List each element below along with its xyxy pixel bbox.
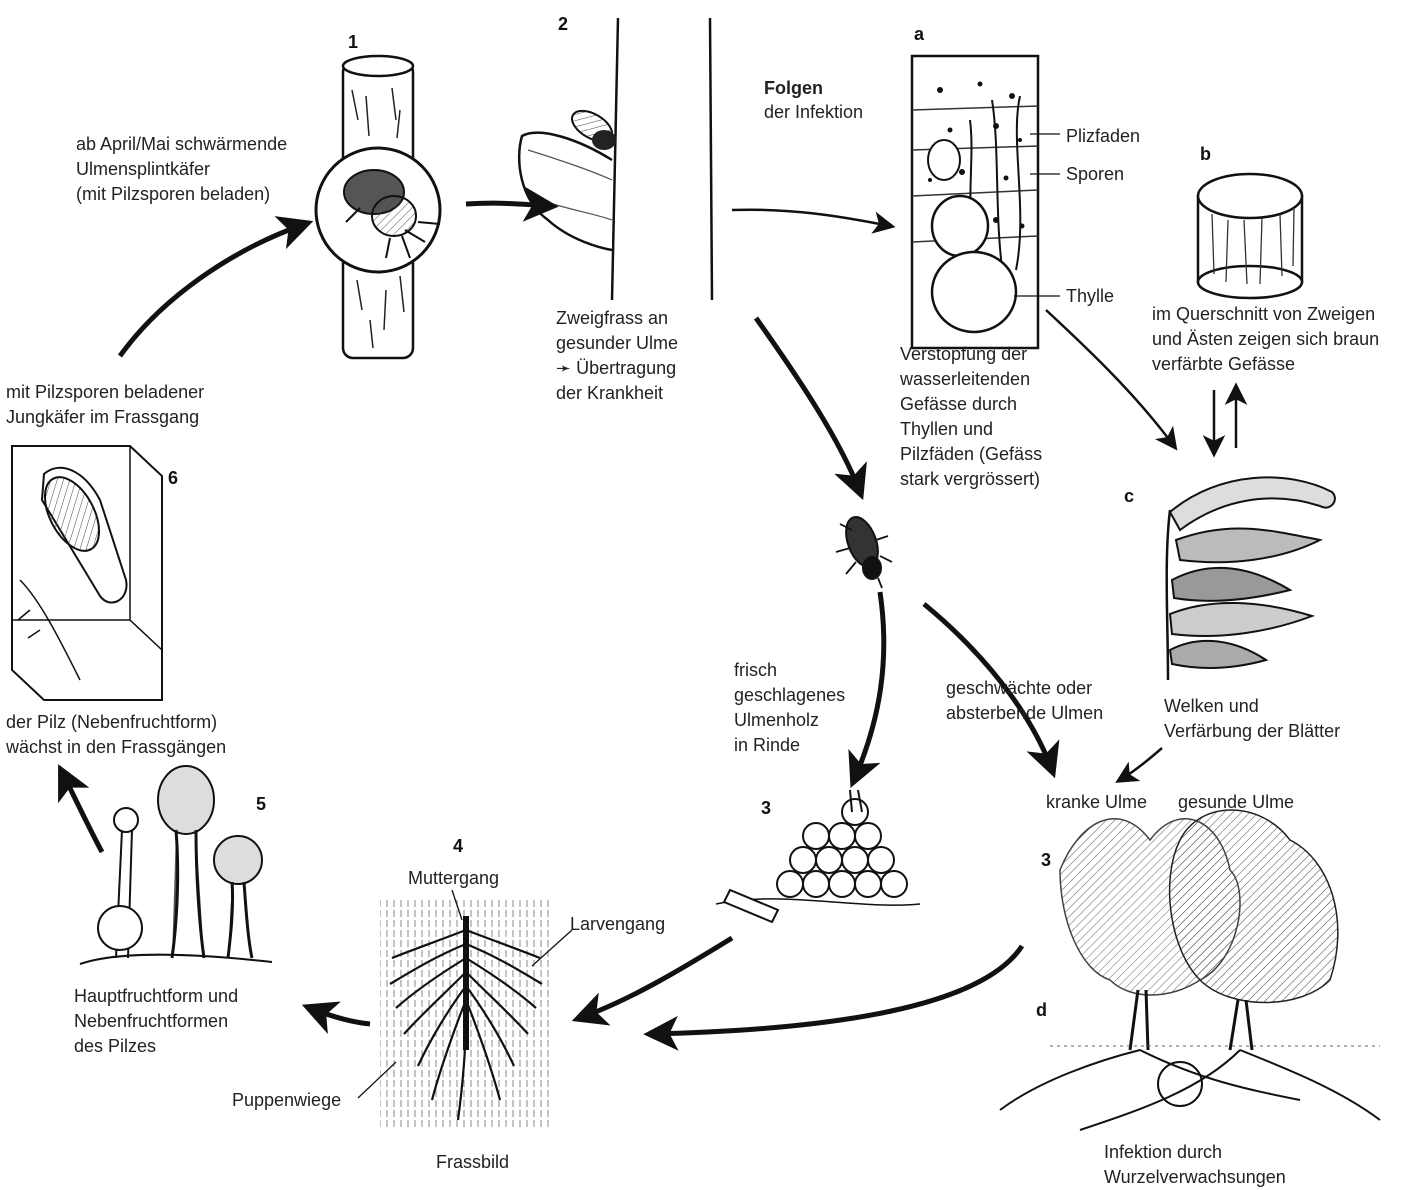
- arrow-2-to-a: [732, 210, 890, 226]
- label-muttergang: Muttergang: [408, 866, 499, 891]
- step-6-number: 6: [168, 468, 178, 489]
- arrow-logs-to-4: [580, 938, 732, 1018]
- panel-c-caption: Welken und Verfärbung der Blätter: [1164, 694, 1340, 744]
- arrow-d-to-4: [652, 946, 1022, 1034]
- fungus-fruiting-bodies-illustration: [80, 766, 272, 964]
- panel-c-letter: c: [1124, 486, 1134, 507]
- panel-a-caption: Verstopfung der wasserleitenden Gefässe …: [900, 342, 1042, 492]
- step-1-caption: ab April/Mai schwärmende Ulmensplintkäfe…: [76, 132, 287, 207]
- step-6-caption-bottom: der Pilz (Nebenfruchtform) wächst in den…: [6, 710, 226, 760]
- panel-b-letter: b: [1200, 144, 1211, 165]
- step-6-caption-top: mit Pilzsporen beladener Jungkäfer im Fr…: [6, 380, 204, 430]
- diseased-and-healthy-elm-illustration: [1000, 810, 1380, 1130]
- folgen-title: Folgen: [764, 76, 823, 101]
- gallery-pattern-illustration: [358, 890, 572, 1130]
- arrow-4-to-5: [310, 1008, 370, 1024]
- label-larvengang: Larvengang: [570, 912, 665, 937]
- vessel-section-illustration: [912, 56, 1060, 348]
- arrow-5-to-6: [62, 772, 102, 852]
- arrow-c-to-elm: [1120, 748, 1162, 780]
- arrow-6-to-1: [120, 224, 305, 356]
- branch-cross-section-illustration: [1198, 174, 1302, 298]
- wilted-leaves-illustration: [1167, 477, 1335, 680]
- arrow-2-to-beetle: [756, 318, 860, 492]
- label-thylle: Thylle: [1066, 284, 1114, 309]
- label-gesunde-ulme: gesunde Ulme: [1178, 790, 1294, 815]
- panel-b-caption: im Querschnitt von Zweigen und Ästen zei…: [1152, 302, 1379, 377]
- panel-d-caption: Infektion durch Wurzelverwachsungen: [1104, 1140, 1286, 1190]
- step-1-number: 1: [348, 32, 358, 53]
- step-5-caption: Hauptfruchtform und Nebenfruchtformen de…: [74, 984, 238, 1059]
- label-plizfaden: Plizfaden: [1066, 124, 1140, 149]
- panel-d-letter: d: [1036, 1000, 1047, 1021]
- step-3-weakened-caption: geschwächte oder absterbende Ulmen: [946, 676, 1103, 726]
- step-4-caption: Frassbild: [436, 1150, 509, 1175]
- twig-feeding-illustration: [519, 18, 712, 300]
- step-3-logs-caption: frisch geschlagenes Ulmenholz in Rinde: [734, 658, 845, 758]
- step-5-number: 5: [256, 794, 266, 815]
- elm-bark-beetle-illustration: [836, 513, 892, 588]
- beetle-on-twig-illustration: [316, 56, 440, 358]
- step-4-number: 4: [453, 836, 463, 857]
- step-3-trees-number: 3: [1041, 850, 1051, 871]
- arrow-beetle-to-logs: [854, 592, 884, 780]
- folgen-subtitle: der Infektion: [764, 100, 863, 125]
- larval-gallery-block-illustration: [12, 446, 162, 700]
- label-puppenwiege: Puppenwiege: [232, 1088, 341, 1113]
- label-kranke-ulme: kranke Ulme: [1046, 790, 1147, 815]
- step-2-caption: Zweigfrass an gesunder Ulme ➛ Übertragun…: [556, 306, 678, 406]
- step-2-number: 2: [558, 14, 568, 35]
- arrow-1-to-2: [466, 203, 550, 206]
- step-3-logs-number: 3: [761, 798, 771, 819]
- log-pile-illustration: [716, 790, 920, 922]
- panel-a-letter: a: [914, 24, 924, 45]
- label-sporen: Sporen: [1066, 162, 1124, 187]
